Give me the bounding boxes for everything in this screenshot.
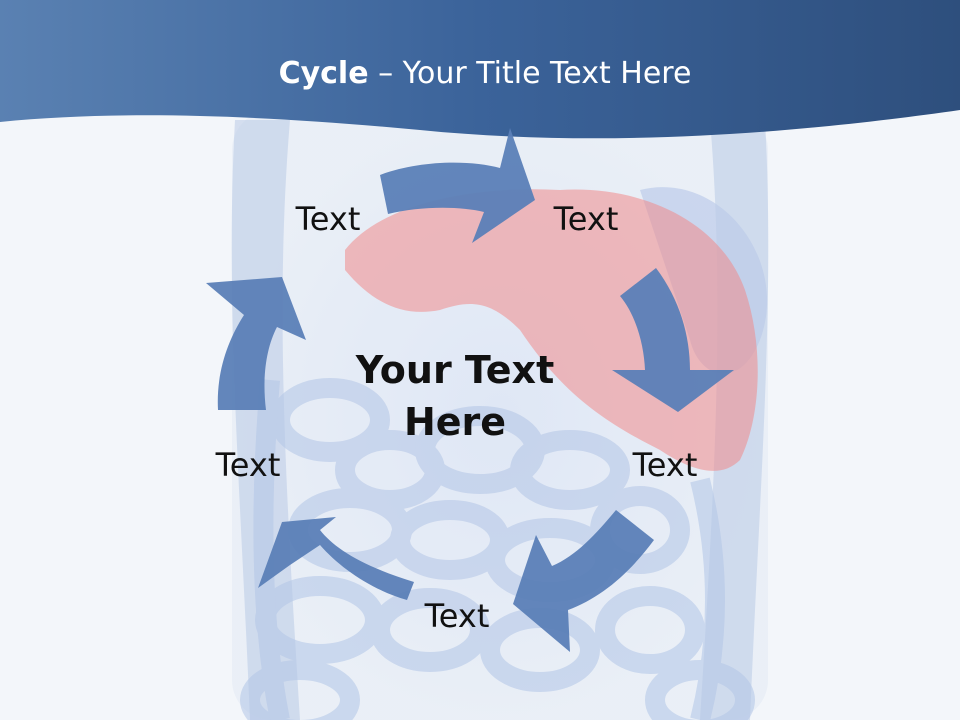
cycle-arrow-4 <box>258 517 414 600</box>
cycle-arrows <box>206 128 734 652</box>
cycle-step-label: Text <box>424 597 490 635</box>
liver-shape <box>345 189 758 471</box>
page-title: Cycle – Your Title Text Here <box>0 52 960 96</box>
title-rest-part: – Your Title Text Here <box>368 56 692 91</box>
header-band <box>0 0 960 139</box>
center-text-line-1: Your Text <box>355 348 555 392</box>
cycle-step-label: Text <box>553 200 619 238</box>
center-text-line-2: Here <box>403 400 507 444</box>
cycle-step-label: Text <box>215 446 281 484</box>
title-bold-part: Cycle <box>278 56 369 91</box>
cycle-center-text: Your Text Here <box>325 344 585 448</box>
cycle-arrow-2 <box>612 268 734 412</box>
cycle-step-label: Text <box>295 200 361 238</box>
cycle-arrow-3 <box>513 510 654 652</box>
cycle-arrow-1 <box>380 128 535 243</box>
cycle-step-label: Text <box>632 446 698 484</box>
cycle-arrow-5 <box>206 277 306 410</box>
